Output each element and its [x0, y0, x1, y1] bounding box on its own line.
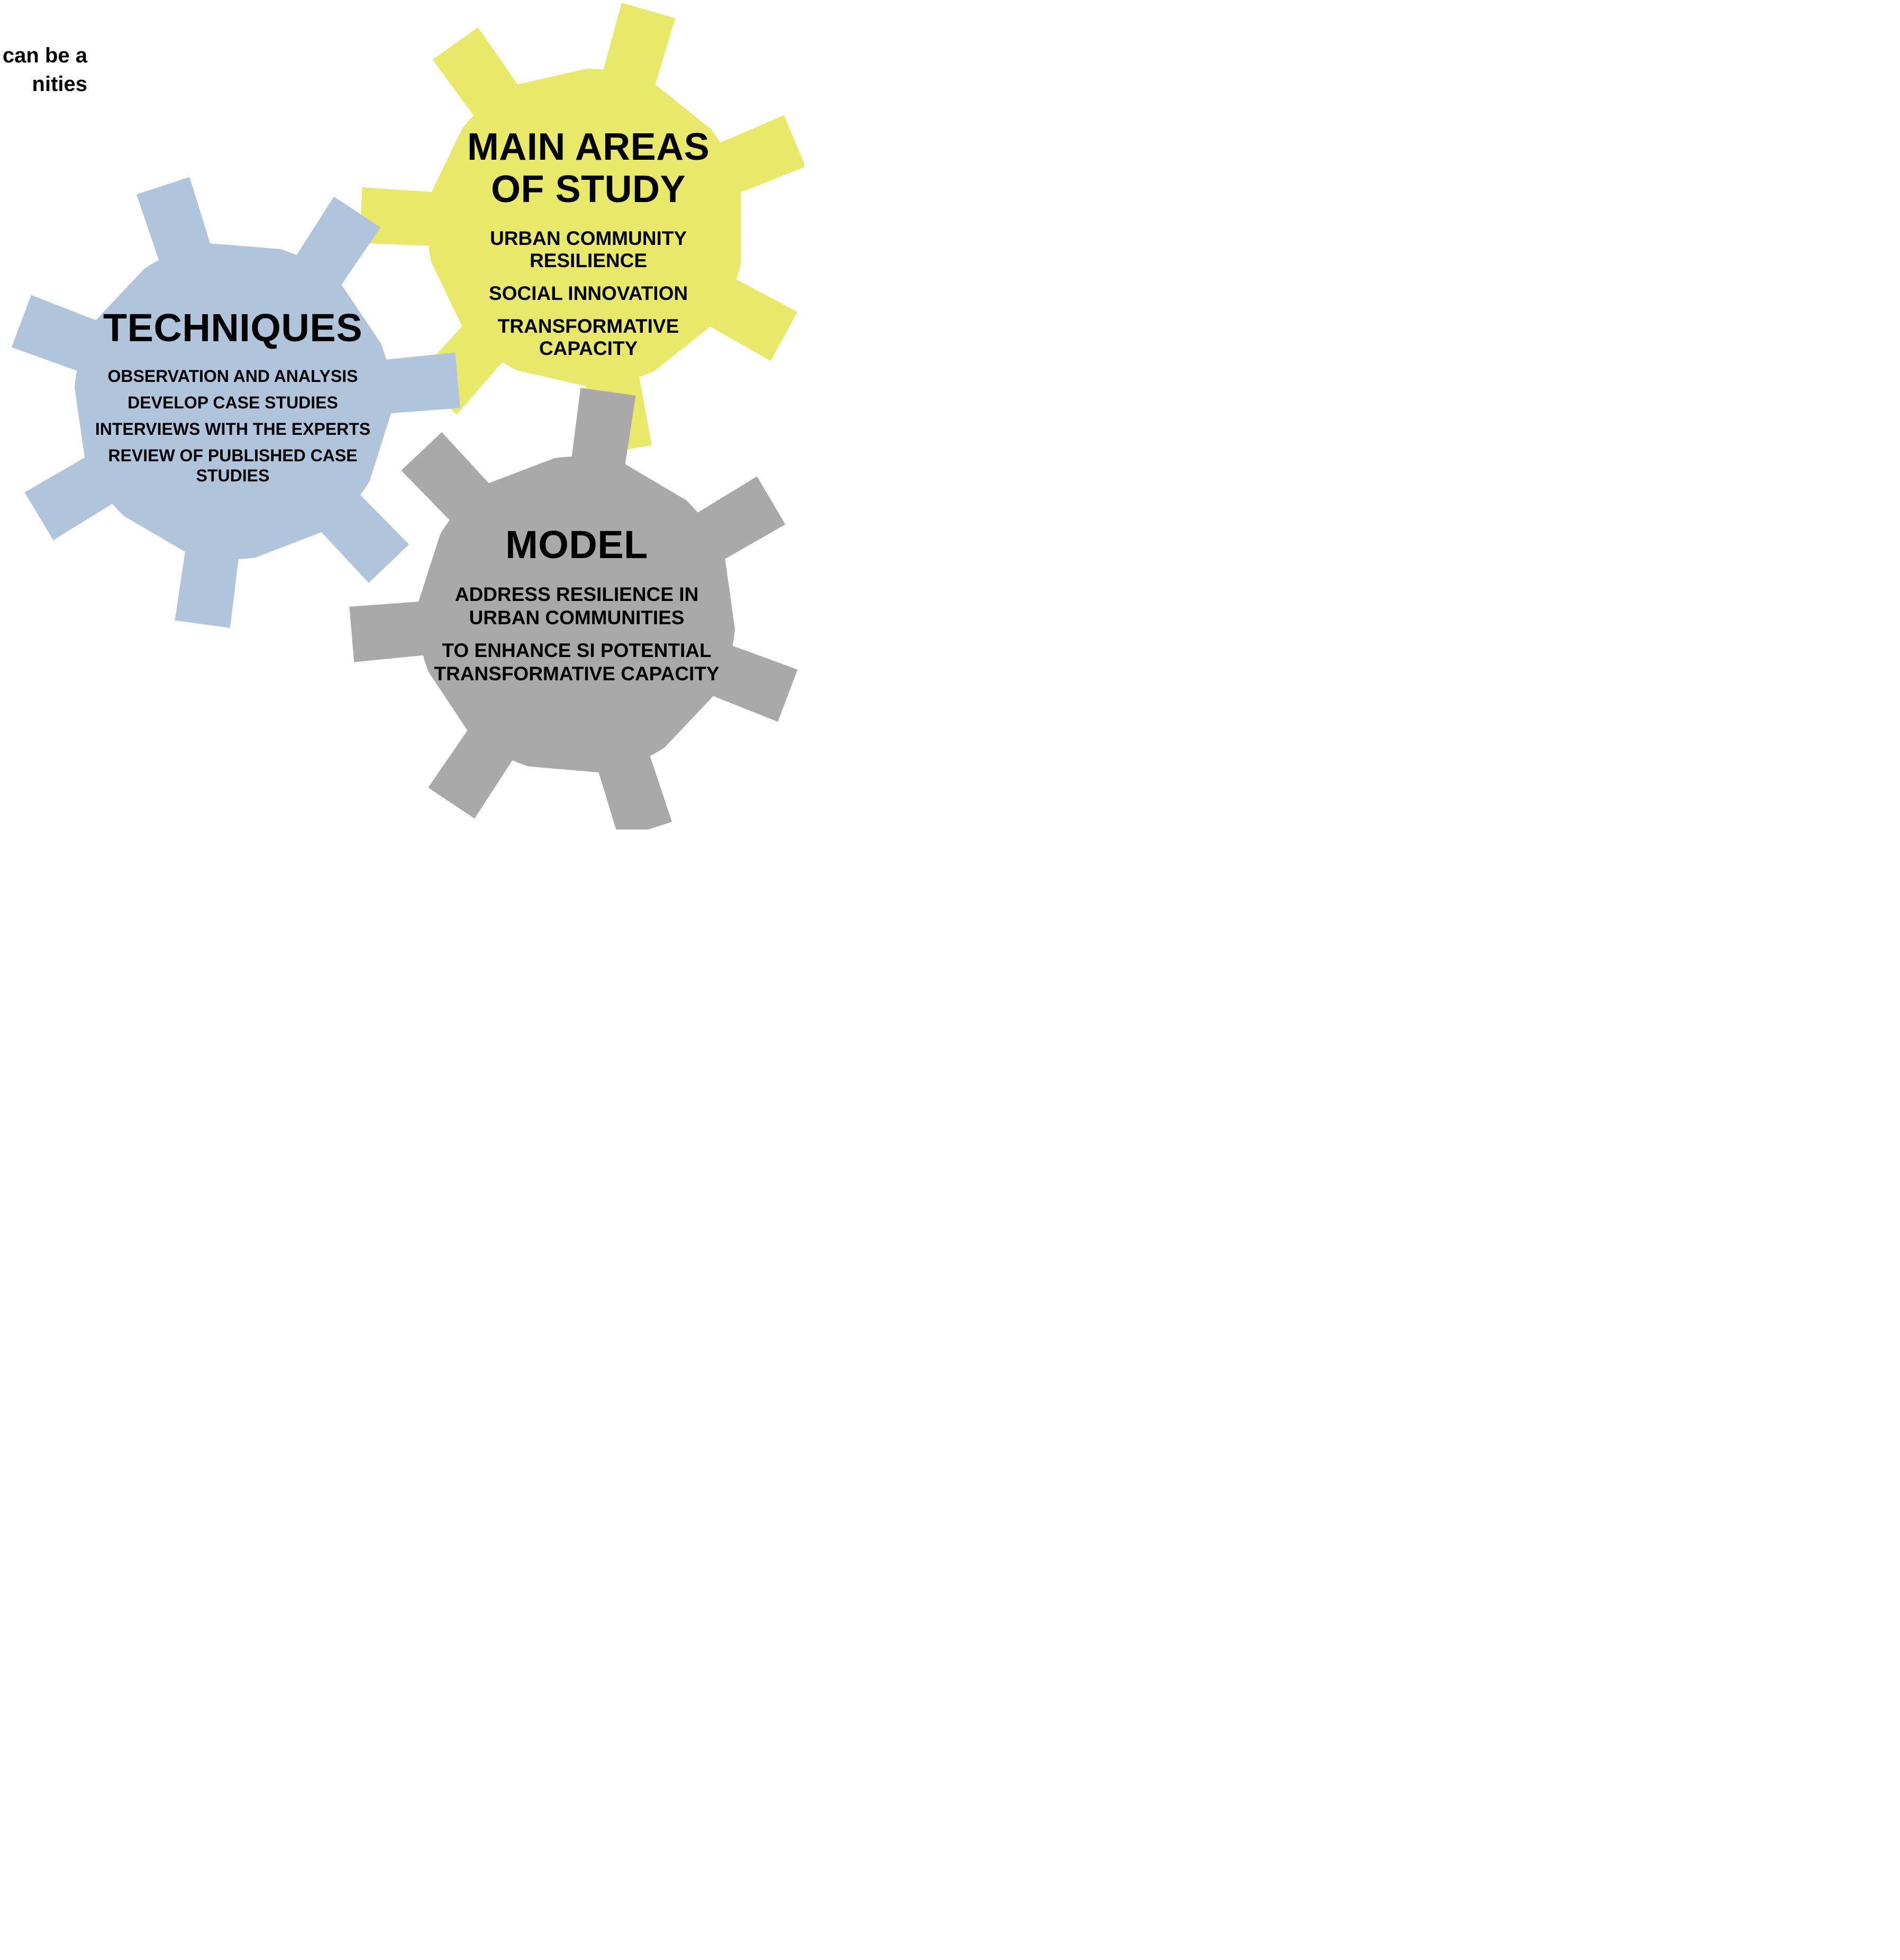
gears-graphic [11, 3, 804, 829]
caption-line: nities [32, 72, 87, 96]
model-gear [349, 388, 798, 829]
model-title: MODEL [505, 523, 648, 567]
techniques-title: TECHNIQUES [103, 306, 363, 350]
cropped-caption: can be a nities [0, 41, 87, 98]
main-areas-gear [359, 3, 804, 455]
model-items: ADDRESS RESILIENCE IN URBAN COMMUNITIES … [418, 583, 735, 686]
caption-line: can be a [2, 44, 87, 67]
main-areas-item: TRANSFORMATIVE CAPACITY [497, 315, 679, 359]
main-areas-label-group: MAIN AREAS OF STUDY URBAN COMMUNITY RESI… [430, 126, 747, 370]
techniques-item: DEVELOP CASE STUDIES [128, 393, 338, 412]
diagram-canvas: can be a nities TECHNIQUES OBSERVATION A… [0, 0, 804, 829]
main-areas-item: URBAN COMMUNITY RESILIENCE [489, 227, 687, 271]
model-item: ADDRESS RESILIENCE IN URBAN COMMUNITIES [454, 584, 699, 628]
model-label-group: MODEL ADDRESS RESILIENCE IN URBAN COMMUN… [418, 524, 735, 695]
techniques-item: OBSERVATION AND ANALYSIS [107, 367, 358, 386]
main-areas-items: URBAN COMMUNITY RESILIENCE SOCIAL INNOVA… [430, 227, 747, 360]
techniques-item: REVIEW OF PUBLISHED CASE STUDIES [108, 446, 358, 485]
techniques-item: INTERVIEWS WITH THE EXPERTS [95, 420, 371, 439]
techniques-gear [11, 177, 460, 628]
techniques-items: OBSERVATION AND ANALYSIS DEVELOP CASE ST… [63, 366, 402, 486]
main-areas-item: SOCIAL INNOVATION [488, 282, 688, 304]
techniques-label-group: TECHNIQUES OBSERVATION AND ANALYSIS DEVE… [63, 307, 402, 492]
main-areas-title: MAIN AREAS OF STUDY [467, 126, 710, 211]
model-item: TO ENHANCE SI POTENTIAL TRANSFORMATIVE C… [434, 640, 720, 685]
